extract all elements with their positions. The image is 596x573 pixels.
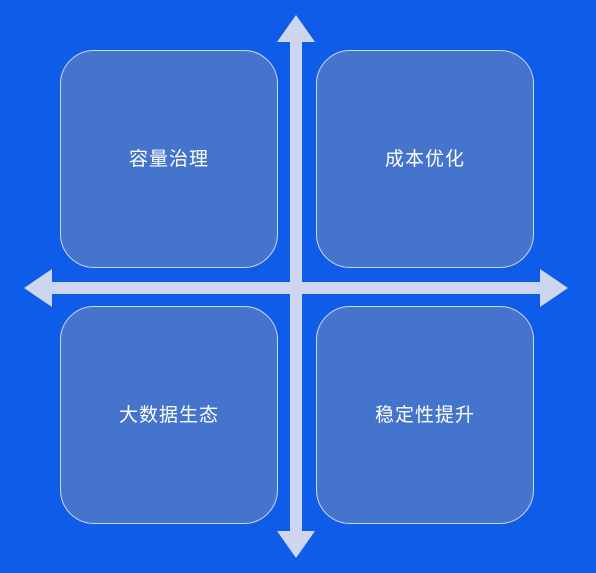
quadrant-stability-improvement: 稳定性提升 — [316, 306, 534, 524]
quadrant-label: 大数据生态 — [118, 403, 219, 426]
left-arrow-icon — [24, 269, 52, 307]
down-arrow-icon — [277, 531, 315, 558]
horizontal-axis-shaft — [48, 282, 544, 294]
quadrant-capacity-governance: 容量治理 — [60, 50, 278, 268]
quadrant-label: 容量治理 — [128, 147, 209, 170]
right-arrow-icon — [540, 269, 568, 307]
up-arrow-icon — [277, 15, 315, 42]
quadrant-label: 成本优化 — [384, 147, 465, 170]
quadrant-label: 稳定性提升 — [374, 403, 475, 426]
quadrant-big-data-ecosystem: 大数据生态 — [60, 306, 278, 524]
quadrant-cost-optimization: 成本优化 — [316, 50, 534, 268]
